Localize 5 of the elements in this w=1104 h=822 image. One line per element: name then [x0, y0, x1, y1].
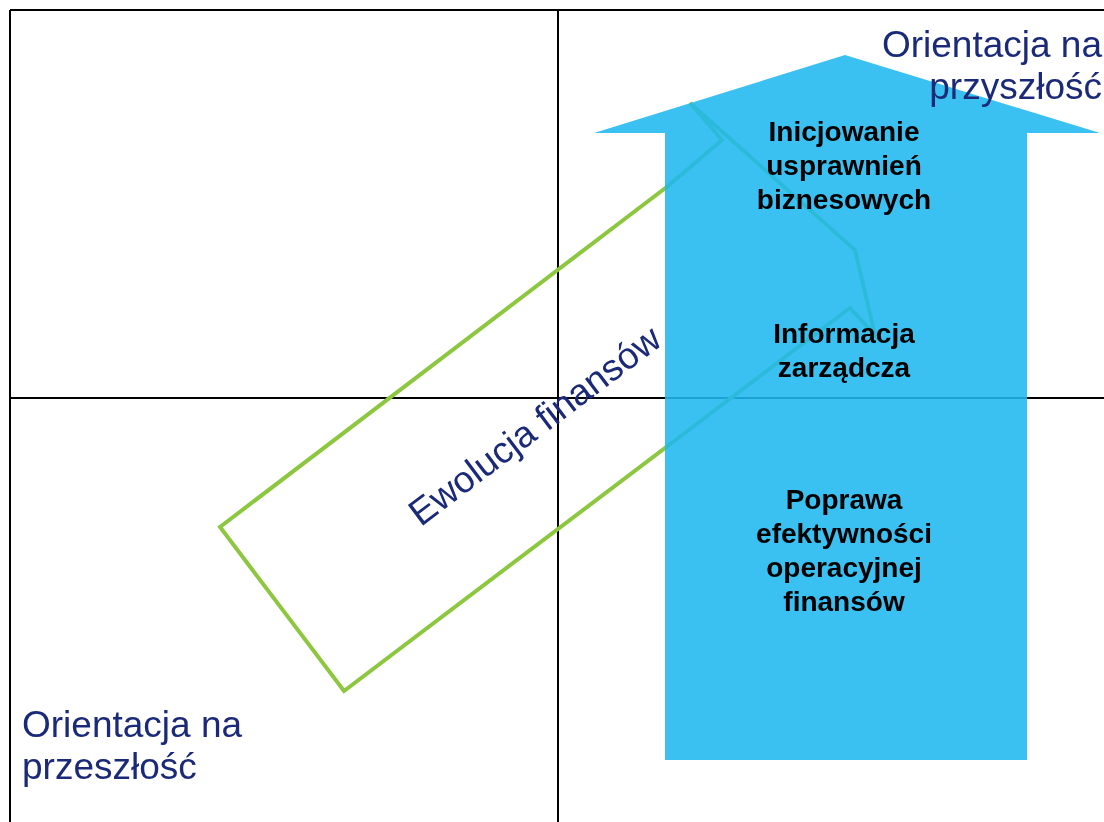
stage-label: Informacja zarządcza — [772, 317, 916, 385]
orientation-label: Orientacja na przyszłość — [880, 24, 1102, 108]
stage-label: Inicjowanie usprawnień biznesowych — [755, 115, 933, 217]
orientation-label: Orientacja na przeszłość — [22, 704, 244, 788]
stage-label: Poprawa efektywności operacyjnej finansów — [755, 483, 933, 619]
